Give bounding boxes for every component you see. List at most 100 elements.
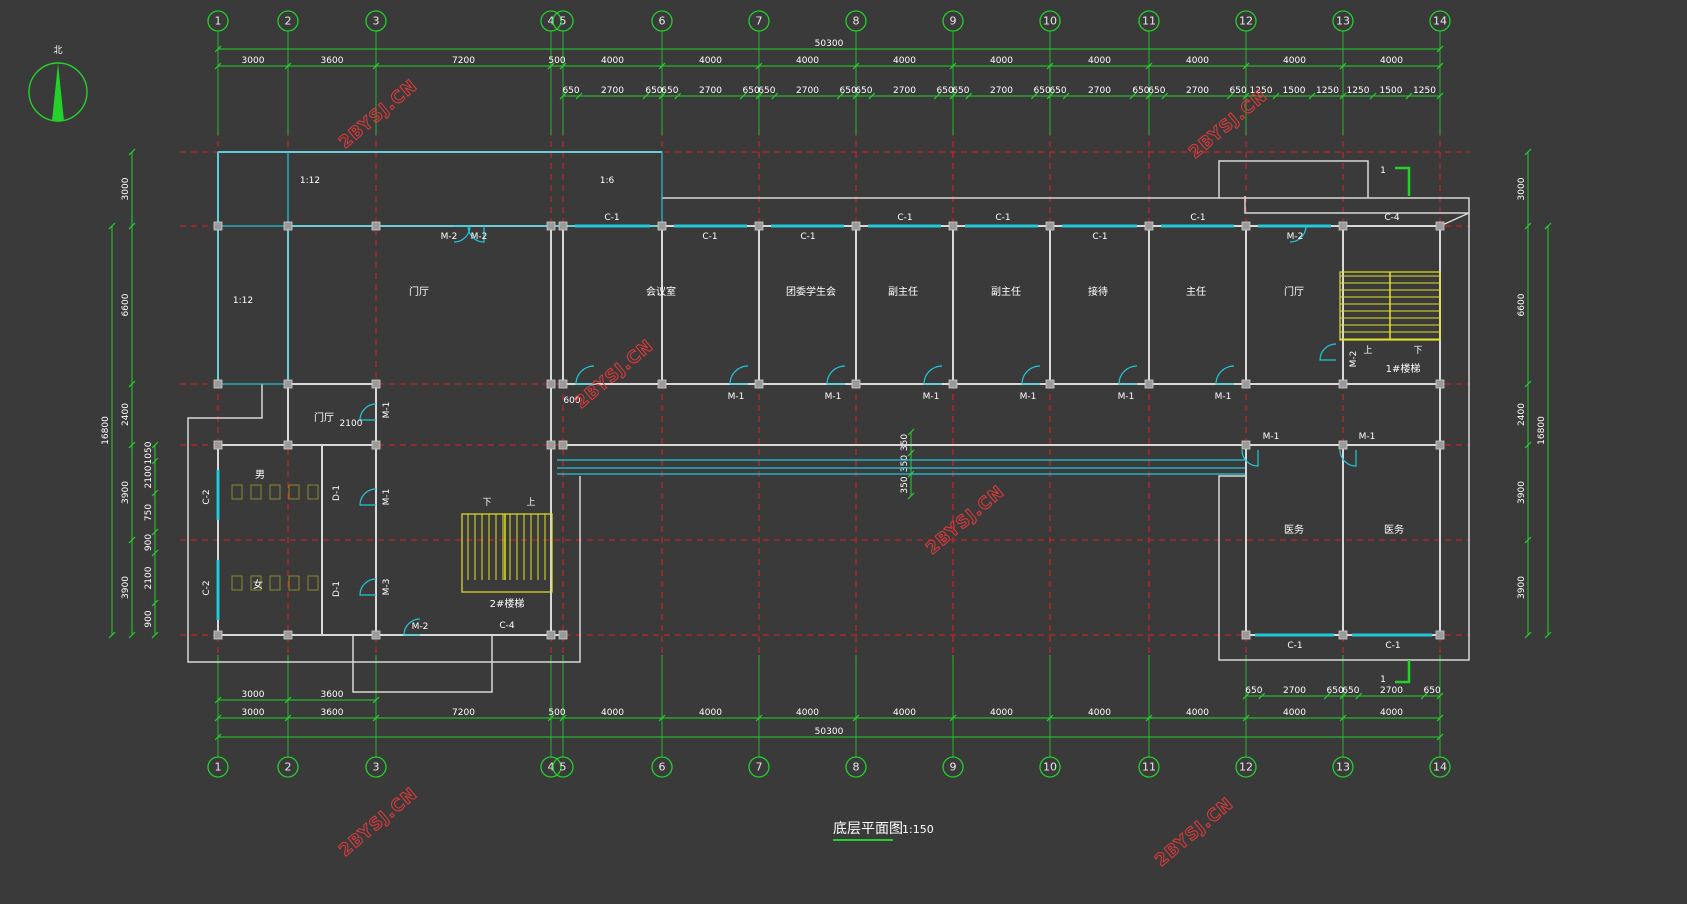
dim-corridor-tick [907,428,915,436]
dim-bays-bottom-text: 4000 [1380,708,1403,718]
door-tag: M-2 [441,232,458,242]
dim-depth-left-text: 2400 [121,403,131,426]
room-stair-2: 2#楼梯 [490,597,525,610]
dim-depth-right-tick [1524,441,1532,449]
watermark: 2BYSJ.CN [335,76,421,153]
column [948,221,958,231]
dim-openings-top-text: 650 [743,86,760,96]
axis-label: 11 [1142,15,1156,28]
dim-bays-bottom-tick [1145,714,1153,722]
dim-detail-left-tick [151,441,159,449]
column [754,379,764,389]
dim-detail-left-text: 900 [144,534,154,551]
door-swing-icon [826,365,846,385]
axis-label: 10 [1043,761,1057,774]
ramp-slope-1: 1:12 [300,176,320,186]
ramp-outline [217,151,289,385]
room-reception: 接待 [1088,285,1108,298]
dim-corridor-text: 350 [900,455,910,472]
dim-openings-top-tick [1308,92,1316,100]
toilet-fixture-icon [231,575,243,591]
dim-openings-top-tick [933,92,941,100]
dim-total-depth-left-text: 16800 [101,416,111,445]
dim-openings-top-text: 2700 [796,86,819,96]
watermark: 2BYSJ.CN [1151,794,1237,871]
dim-bays-top-text: 4000 [699,56,722,66]
dim-bays-top-text: 3600 [321,56,344,66]
dim-openings-top-text: 1250 [1250,86,1273,96]
dim-bays-bottom-text: 4000 [796,708,819,718]
toilet-fixture-icon [250,575,262,591]
dim-openings-top-tick [575,92,583,100]
column [283,221,293,231]
small-dim: 600 [563,396,580,406]
column [1338,221,1348,231]
column [546,440,556,450]
door-swing-icon [453,225,471,243]
ramp-outline [217,151,663,227]
window-tag: C-1 [897,213,912,223]
toilet-fixture-icon [288,575,300,591]
stair-direction-up: 上 [526,497,535,508]
dim-openings-top-tick [771,92,779,100]
stair-direction-up: 上 [1363,345,1372,356]
column [546,379,556,389]
dim-bays-bottom-tick [949,714,957,722]
door-tag: M-1 [1118,392,1135,402]
dim-corridor-tick [907,449,915,457]
dim-openings-top-tick [1226,92,1234,100]
stair-direction-down: 下 [482,498,491,508]
dim-detail-left-tick [151,549,159,557]
dim-bays-top-tick [559,62,567,70]
dim-openings-top-text: 2700 [1088,86,1111,96]
column [1144,221,1154,231]
dim-openings-top-tick [739,92,747,100]
column [948,379,958,389]
watermark: 2BYSJ.CN [571,336,657,413]
door-swing-icon [575,365,595,385]
dim-bays-bottom-tick [852,714,860,722]
dim-openings-bottom-text: 650 [1327,686,1344,696]
dim-corridor-text: 350 [900,434,910,451]
column [371,630,381,640]
dim-bays-bottom-tick [372,714,380,722]
toilet-fixture-icon [307,484,319,500]
dim-bays-top-tick [1145,62,1153,70]
axis-label: 12 [1239,761,1253,774]
dim-openings-top-tick [1272,92,1280,100]
column [1045,379,1055,389]
door-swing-icon [359,578,377,596]
dim-bays-top-tick [852,62,860,70]
dim-openings-top-tick [868,92,876,100]
dim-bays-top-text: 4000 [1283,56,1306,66]
dim-bays-bottom-tick [1436,714,1444,722]
dim-bays-bottom-tick [284,714,292,722]
dim-bays-top-tick [372,62,380,70]
dim-bays-bottom-text: 4000 [990,708,1013,718]
column [1435,379,1445,389]
dim-detail-left-tick [151,631,159,639]
dim-openings-bottom-text: 2700 [1380,686,1403,696]
dim-openings-top-tick [1161,92,1169,100]
window-tag: C-1 [604,213,619,223]
column [1435,221,1445,231]
section-mark: 1 [1380,675,1386,685]
dim-bays-bottom-text: 500 [548,708,565,718]
dim-total-top-tick [214,45,222,53]
column [1241,440,1251,450]
section-cut-marker [1395,660,1411,684]
dim-openings-top-tick [949,92,957,100]
window-tag: C-1 [1287,641,1302,651]
room-toilet-male: 男 [255,469,265,481]
axis-label: 14 [1433,15,1447,28]
window-tag: C-1 [800,232,815,242]
door-tag: D-1 [332,581,342,597]
room-vice-director-2: 副主任 [991,285,1021,298]
column [754,221,764,231]
door-tag: M-1 [1215,392,1232,402]
door-swing-icon [403,618,421,636]
room-meeting: 会议室 [646,285,676,298]
door-tag: D-1 [332,485,342,501]
dim-openings-top-tick [836,92,844,100]
window-tag: C-1 [1385,641,1400,651]
